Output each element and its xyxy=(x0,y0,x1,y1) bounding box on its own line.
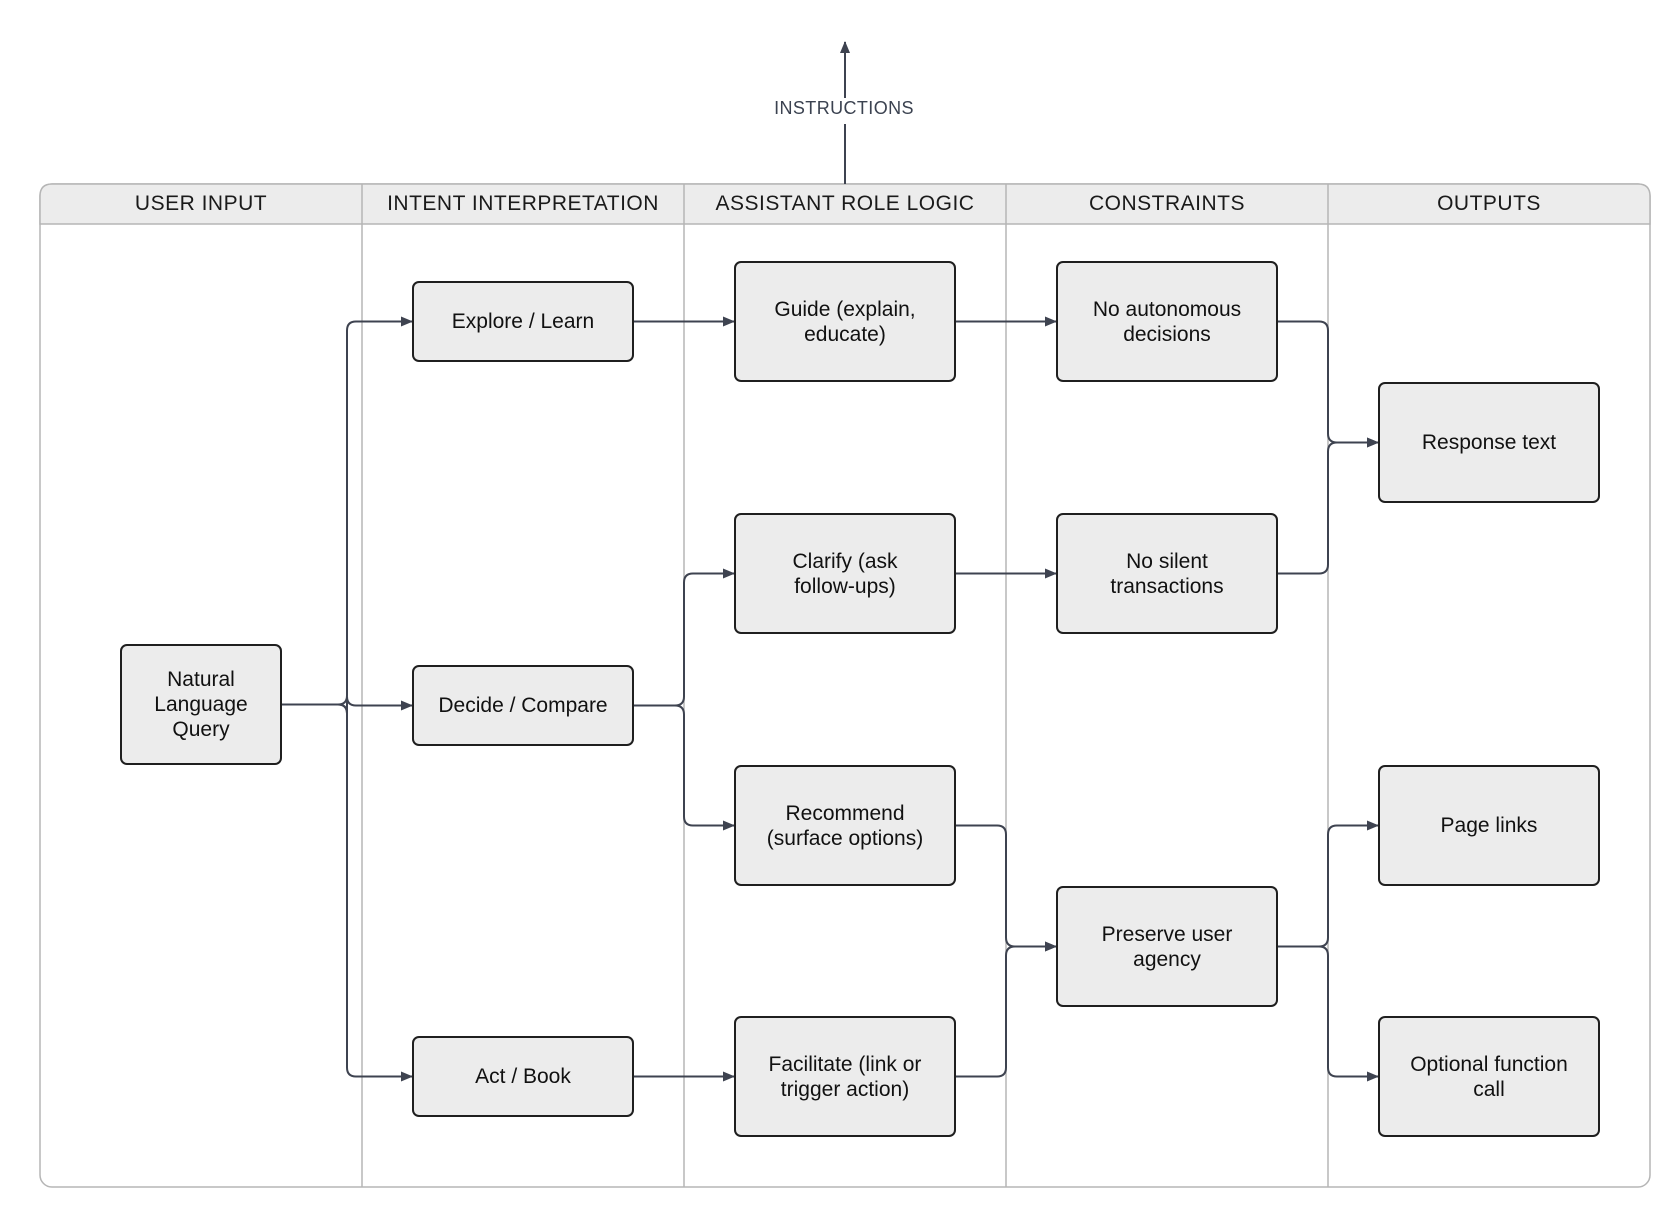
lane-header-constraints: CONSTRAINTS xyxy=(1088,192,1245,215)
node-no-silent-transactions: No silent transactions xyxy=(1056,513,1278,634)
node-no-autonomous-decisions: No autonomous decisions xyxy=(1056,261,1278,382)
node-natural-language-query: Natural Language Query xyxy=(120,644,282,765)
node-explore-learn: Explore / Learn xyxy=(412,281,634,362)
lane-header-band xyxy=(39,183,1651,225)
connector-query-to-act xyxy=(282,703,413,1082)
connector-preserve-to-function-call xyxy=(1278,945,1379,1082)
lane-header-user-input: USER INPUT xyxy=(134,192,268,215)
node-recommend: Recommend (surface options) xyxy=(734,765,956,886)
node-page-links: Page links xyxy=(1378,765,1600,886)
node-act-book: Act / Book xyxy=(412,1036,634,1117)
node-clarify: Clarify (ask follow-ups) xyxy=(734,513,956,634)
lane-header-assistant-role-logic: ASSISTANT ROLE LOGIC xyxy=(715,192,975,215)
connector-decide-to-recommend xyxy=(634,704,735,831)
node-facilitate: Facilitate (link or trigger action) xyxy=(734,1016,956,1137)
node-guide: Guide (explain, educate) xyxy=(734,261,956,382)
lane-header-outputs: OUTPUTS xyxy=(1437,192,1541,215)
connector-no-silent-to-response xyxy=(1278,437,1379,575)
node-optional-function-call: Optional function call xyxy=(1378,1016,1600,1137)
lane-header-intent-interpretation: INTENT INTERPRETATION xyxy=(387,192,659,215)
node-preserve-user-agency: Preserve user agency xyxy=(1056,886,1278,1007)
node-response-text: Response text xyxy=(1378,382,1600,503)
connector-facilitate-to-preserve xyxy=(956,941,1057,1078)
instructions-label: INSTRUCTIONS xyxy=(744,98,944,124)
node-decide-compare: Decide / Compare xyxy=(412,665,634,746)
